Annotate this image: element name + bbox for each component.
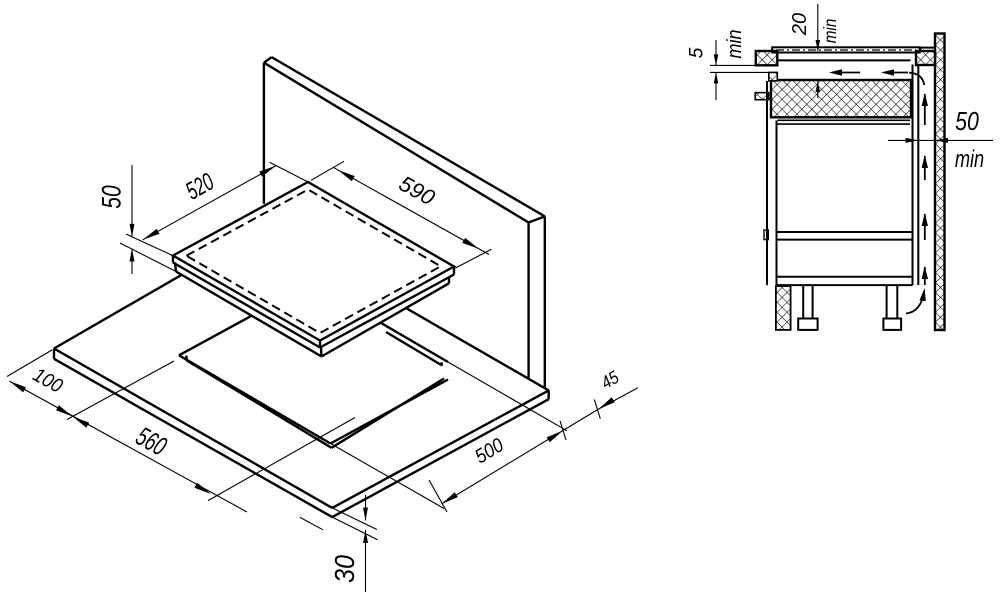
svg-text:20: 20	[789, 13, 811, 36]
svg-text:min: min	[820, 19, 840, 44]
svg-text:min: min	[724, 30, 746, 59]
svg-text:50: 50	[955, 107, 979, 137]
svg-text:min: min	[955, 145, 984, 172]
svg-text:50: 50	[97, 185, 127, 209]
svg-text:5: 5	[687, 47, 708, 58]
svg-text:30: 30	[329, 555, 361, 583]
